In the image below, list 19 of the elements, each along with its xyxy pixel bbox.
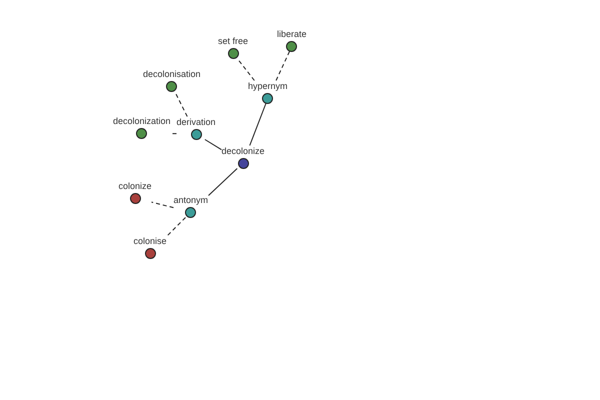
connector-line: [208, 168, 238, 196]
node-label: decolonize: [222, 146, 265, 156]
dashed-line: [166, 217, 186, 237]
node-label: colonise: [134, 236, 167, 246]
dashed-line: [276, 51, 290, 81]
node-label: colonize: [118, 180, 152, 192]
node-label: decolonisation: [143, 68, 201, 80]
node-label: hypernym: [248, 80, 288, 92]
dashed-line: [174, 91, 188, 117]
connector-line: [249, 103, 266, 146]
dashed-line: [236, 58, 255, 81]
node-label: liberate: [277, 28, 307, 40]
node-label: set free: [218, 36, 248, 46]
node-label: antonym: [174, 194, 208, 206]
connector-line: [204, 139, 222, 150]
node-label: derivation: [176, 116, 216, 128]
dashed-line: [151, 202, 174, 208]
node-label: decolonization: [113, 116, 171, 126]
dashed-line: [170, 133, 177, 134]
